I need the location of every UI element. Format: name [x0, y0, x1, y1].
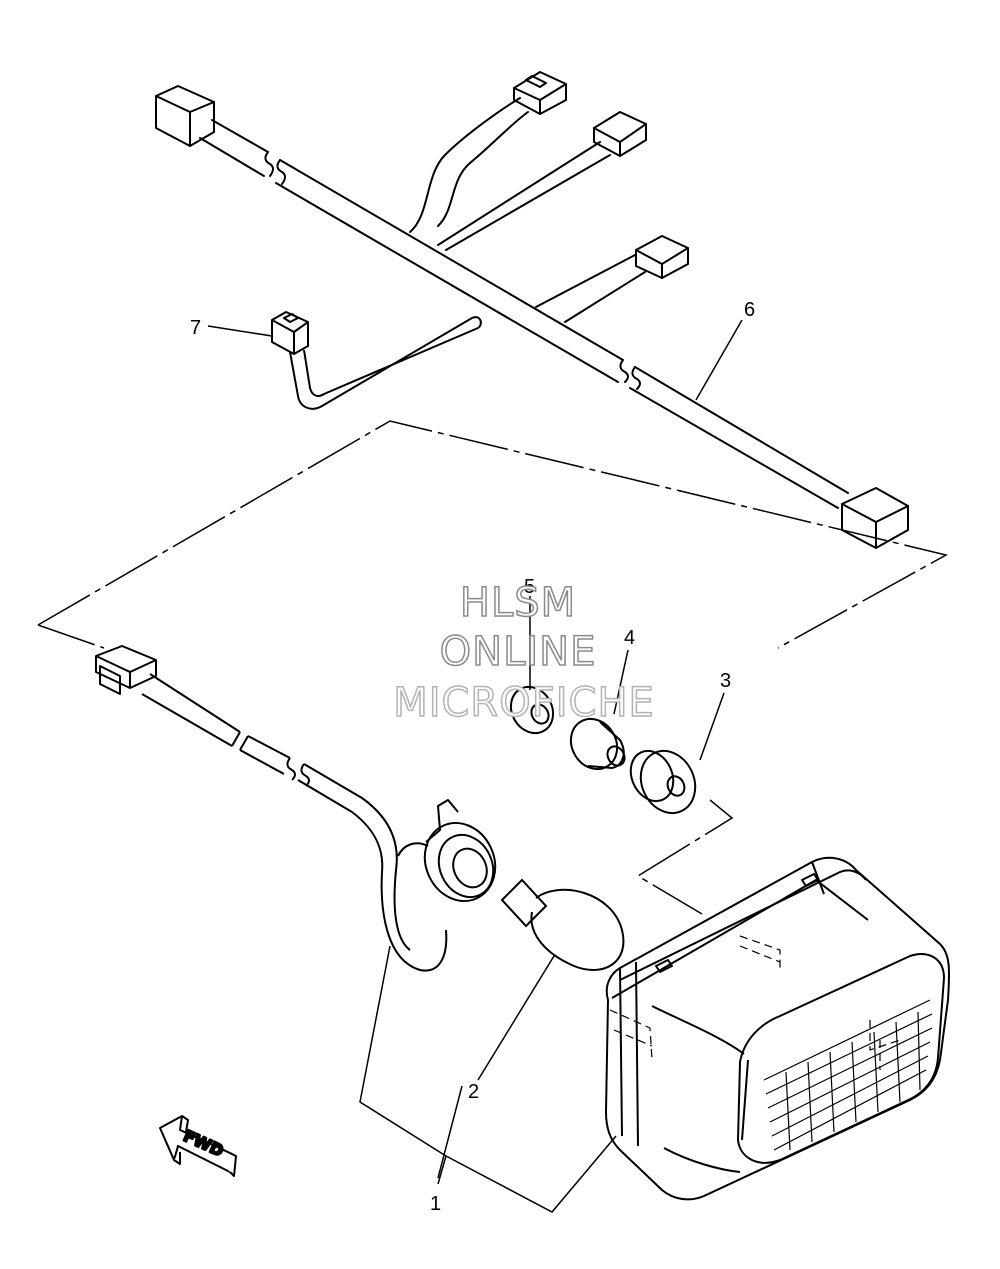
- connector-lead[interactable]: [271, 311, 482, 410]
- callout-5: 5: [524, 576, 535, 598]
- nut[interactable]: [503, 679, 562, 741]
- socket-cord[interactable]: [95, 645, 508, 972]
- leader-lines: [207, 319, 743, 1213]
- callout-4: 4: [624, 627, 635, 649]
- assembly-outline: [37, 420, 949, 915]
- watermark: HLSM ONLINE MICROFICHE: [392, 579, 655, 727]
- callout-6: 6: [744, 299, 755, 321]
- callout-7: 7: [190, 317, 201, 339]
- bulb[interactable]: [500, 878, 625, 971]
- watermark-line-2: ONLINE: [440, 629, 597, 675]
- callout-1: 1: [430, 1193, 441, 1215]
- collar[interactable]: [562, 710, 628, 777]
- grommet[interactable]: [623, 742, 705, 822]
- callout-2: 2: [468, 1081, 479, 1103]
- tail-light[interactable]: [605, 856, 950, 1201]
- wire-harness[interactable]: [155, 71, 909, 549]
- callout-3: 3: [720, 670, 731, 692]
- watermark-line-3: MICROFICHE: [393, 680, 655, 726]
- watermark-line-1: HLSM: [460, 580, 576, 626]
- fwd-arrow-icon: FWD: [159, 1115, 237, 1177]
